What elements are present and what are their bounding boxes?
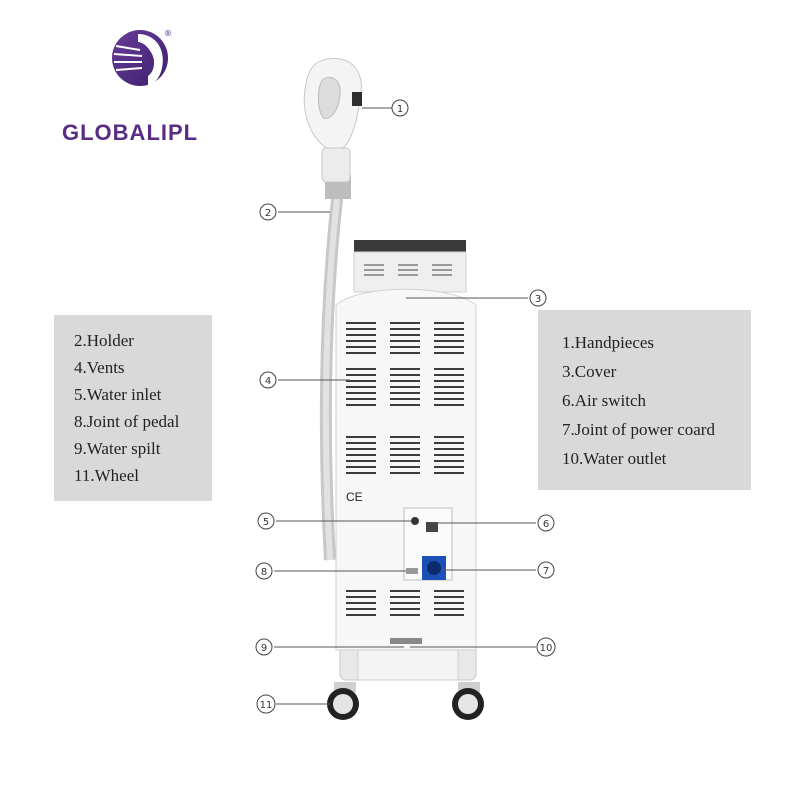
callout-7: 7	[537, 561, 555, 579]
legend-item: 7.Joint of power coard	[562, 420, 715, 439]
callout-11: 11	[256, 694, 276, 714]
svg-text:4: 4	[265, 376, 271, 387]
handpiece	[303, 57, 362, 183]
svg-text:8: 8	[261, 567, 267, 578]
monitor-back	[353, 240, 467, 293]
logo-head-icon: ®	[112, 29, 172, 86]
legend-item: 4.Vents	[74, 358, 125, 377]
logo-text: GLOBALIPL	[62, 120, 199, 145]
callout-5: 5	[257, 512, 275, 530]
callout-9: 9	[255, 638, 273, 656]
svg-text:9: 9	[261, 643, 267, 654]
callout-10: 10	[536, 637, 556, 657]
legend-item: 1.Handpieces	[562, 333, 655, 352]
vents	[346, 322, 464, 616]
water-inlet	[411, 517, 419, 525]
svg-text:2: 2	[265, 208, 271, 219]
callout-8: 8	[255, 562, 273, 580]
legend-item: 10.Water outlet	[562, 449, 667, 468]
callout-6: 6	[537, 514, 555, 532]
connector-panel	[390, 507, 453, 644]
legend-item: 3.Cover	[562, 362, 617, 381]
brand-logo: ® GLOBALIPL	[30, 28, 200, 145]
legend-item: 11.Wheel	[74, 466, 139, 485]
svg-text:3: 3	[535, 294, 541, 305]
legend-item: 8.Joint of pedal	[74, 412, 180, 431]
svg-text:7: 7	[543, 566, 549, 577]
pedal-joint	[406, 568, 418, 574]
svg-text:6: 6	[543, 519, 549, 530]
svg-text:1: 1	[397, 104, 403, 115]
legend-item: 9.Water spilt	[74, 439, 161, 458]
svg-text:5: 5	[263, 517, 269, 528]
leader-lines	[274, 107, 536, 705]
legend-left: 2.Holder 4.Vents 5.Water inlet 8.Joint o…	[54, 315, 212, 501]
callout-3: 3	[529, 289, 547, 307]
callouts: 1 2 3 4 5 6 7 8 9 10 11	[255, 99, 556, 714]
svg-text:11: 11	[260, 700, 273, 711]
water-outlets	[390, 638, 422, 644]
legend-item: 2.Holder	[74, 331, 134, 350]
air-switch	[426, 522, 438, 532]
wheel-right	[452, 682, 484, 720]
wheel-left	[327, 682, 359, 720]
registered-mark: ®	[164, 29, 172, 38]
legend-right: 1.Handpieces 3.Cover 6.Air switch 7.Join…	[538, 310, 751, 490]
legend-item: 5.Water inlet	[74, 385, 162, 404]
callout-4: 4	[259, 371, 277, 389]
legend-item: 6.Air switch	[562, 391, 647, 410]
callout-1: 1	[391, 99, 409, 117]
hose	[319, 175, 351, 561]
callout-2: 2	[259, 203, 277, 221]
svg-text:10: 10	[540, 643, 553, 654]
ce-mark: CE	[346, 490, 363, 504]
machine-body	[335, 288, 477, 651]
